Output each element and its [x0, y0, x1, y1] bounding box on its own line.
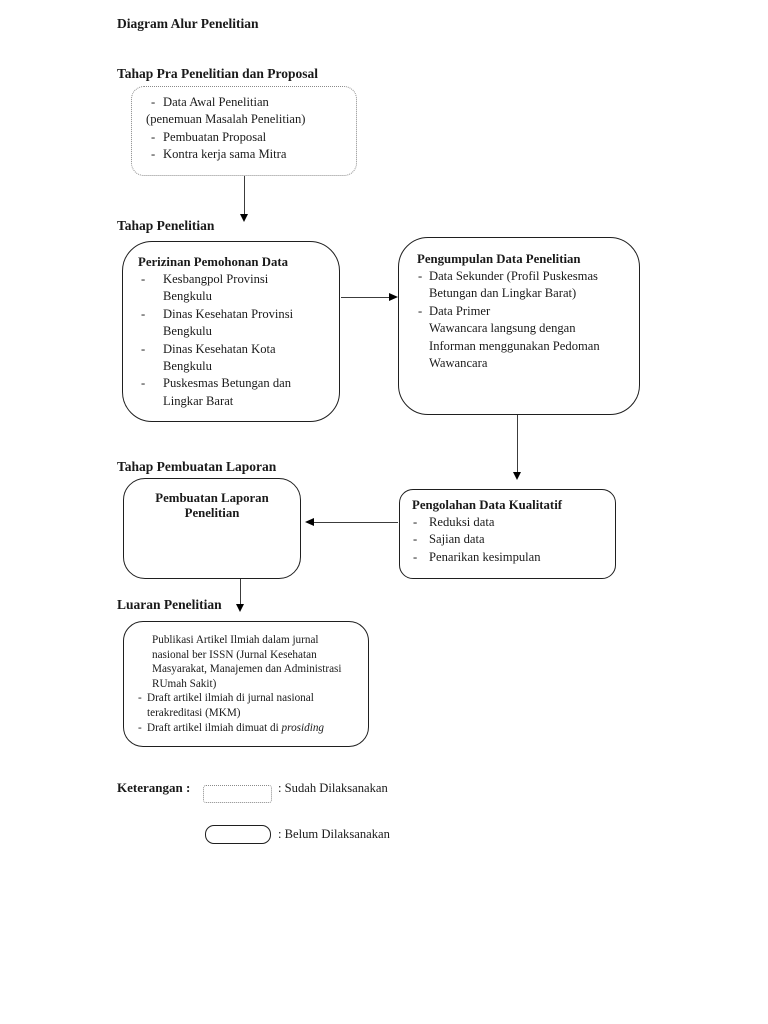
arrow-right-icon [389, 293, 398, 301]
list-item: - Puskesmas Betungan dan Lingkar Barat [141, 376, 292, 408]
legend-swatch-dotted [203, 785, 272, 803]
connector-line-horizontal-2 [312, 522, 398, 524]
list-item: - Data Sekunder (Profil Puskesmas Betung… [418, 269, 598, 301]
list-item: - Pembuatan Proposal [146, 129, 350, 146]
box-title-line: Penelitian [184, 506, 240, 520]
bullet-dash: - [138, 692, 142, 705]
list-item: - Kontra kerja sama Mitra [146, 146, 350, 163]
box-pra-penelitian: - Data Awal Penelitian (penemuan Masalah… [131, 86, 357, 176]
bullet-dash: - [413, 549, 418, 564]
italic-word: prosiding [281, 721, 325, 734]
legend-swatch-solid [205, 825, 271, 844]
list-item-continuation: terakreditasi (MKM) [147, 706, 241, 719]
bullet-dash: - [141, 341, 146, 356]
list-item: Wawancara langsung dengan Informan mengg… [429, 321, 600, 371]
bullet-dash: - [151, 95, 156, 109]
paragraph-line: Publikasi Artikel Ilmiah dalam jurnal [152, 634, 319, 646]
list-item: - Reduksi data [400, 514, 615, 531]
list-item: - Data Primer [399, 303, 639, 320]
bullet-dash: - [151, 129, 156, 144]
list-item: (penemuan Masalah Penelitian) [146, 112, 306, 127]
bullet-dash: - [141, 376, 146, 391]
bullet-dash: - [418, 303, 423, 318]
list-item: - Penarikan kesimpulan [400, 549, 615, 566]
legend-text-done: : Sudah Dilaksanakan [278, 781, 388, 795]
list-item: - Kesbangpol Provinsi Bengkulu [141, 272, 269, 304]
box-pengumpulan-data: Pengumpulan Data Penelitian - Data Sekun… [398, 237, 640, 415]
box-luaran-penelitian: Publikasi Artikel Ilmiah dalam jurnal na… [123, 621, 369, 747]
box-title-line: Pembuatan Laporan [155, 491, 269, 505]
box-title: Pengolahan Data Kualitatif [412, 498, 563, 512]
bullet-dash: - [138, 721, 142, 734]
list-item: - Draft artikel ilmiah dimuat di prosidi… [138, 721, 325, 734]
bullet-dash: - [413, 532, 418, 547]
box-pembuatan-laporan: Pembuatan Laporan Penelitian [123, 478, 301, 579]
legend-label: Keterangan : [117, 780, 191, 795]
section-heading-pra-penelitian: Tahap Pra Penelitian dan Proposal [117, 66, 319, 81]
connector-line-vertical-1 [244, 176, 246, 215]
box-title: Perizinan Pemohonan Data [138, 255, 289, 269]
list-item: - Draft artikel ilmiah di jurnal nasiona… [138, 692, 314, 705]
paragraph-line: RUmah Sakit) [152, 677, 217, 690]
arrow-left-icon [305, 518, 314, 526]
section-heading-pembuatan-laporan: Tahap Pembuatan Laporan [117, 459, 277, 474]
list-item: - Dinas Kesehatan Provinsi Bengkulu [141, 306, 294, 339]
paragraph-line: nasional ber ISSN (Jurnal Kesehatan [152, 648, 317, 661]
paragraph-line: Masyarakat, Manajemen dan Administrasi [152, 663, 342, 676]
arrow-down-icon-3 [236, 604, 244, 612]
arrow-down-icon-1 [240, 214, 248, 222]
list-item: - Data Awal Penelitian [146, 94, 350, 111]
connector-line-vertical-2 [517, 415, 519, 473]
arrow-down-icon-2 [513, 472, 521, 480]
list-item: - Sajian data [400, 531, 615, 548]
bullet-dash: - [141, 306, 146, 321]
bullet-dash: - [141, 272, 146, 286]
box-pengolahan-data: Pengolahan Data Kualitatif - Reduksi dat… [399, 489, 616, 579]
section-heading-penelitian: Tahap Penelitian [117, 218, 215, 233]
box-perizinan-pemohonan-data: Perizinan Pemohonan Data - Kesbangpol Pr… [122, 241, 340, 422]
bullet-dash: - [418, 269, 423, 283]
box-title: Pengumpulan Data Penelitian [417, 252, 581, 266]
legend-text-not-done: : Belum Dilaksanakan [278, 827, 390, 841]
bullet-dash: - [413, 515, 418, 529]
list-item: - Dinas Kesehatan Kota Bengkulu [141, 341, 276, 374]
connector-line-vertical-3 [240, 579, 242, 605]
section-heading-luaran: Luaran Penelitian [117, 597, 222, 612]
connector-line-horizontal-1 [341, 297, 390, 299]
page-title: Diagram Alur Penelitian [117, 16, 259, 31]
bullet-dash: - [151, 147, 156, 162]
